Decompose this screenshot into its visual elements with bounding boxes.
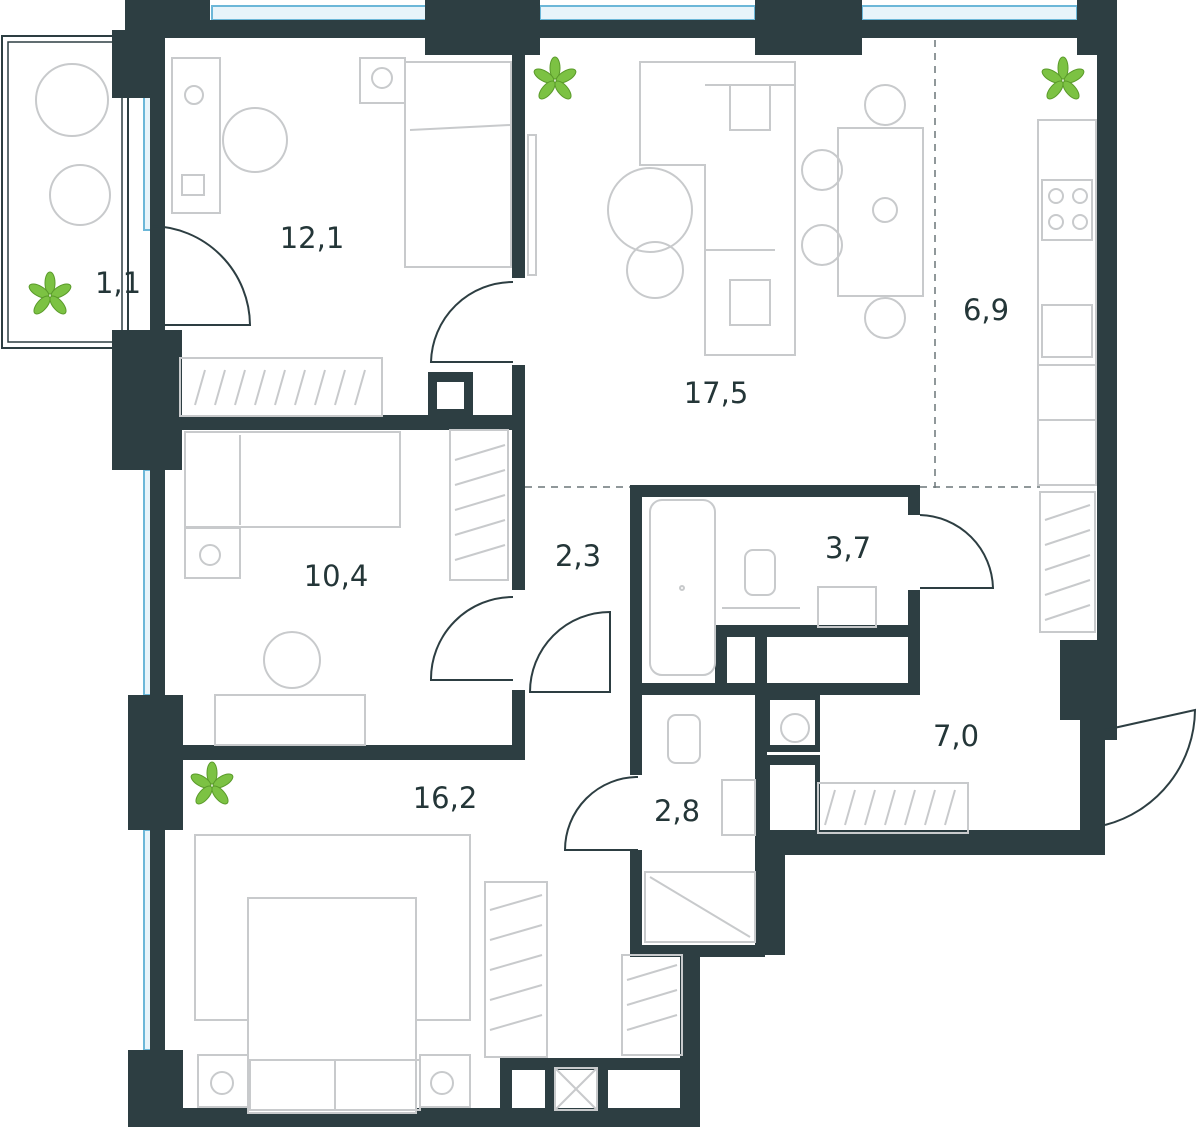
- room-area-kitchen: 6,9: [963, 293, 1009, 327]
- room-area-bedroom-master: 16,2: [413, 781, 478, 815]
- sink-icon: [817, 586, 877, 628]
- walls: [112, 0, 1117, 1127]
- wardrobe-icon: [449, 429, 509, 581]
- doors: [151, 224, 1197, 851]
- bed-icon: [404, 61, 512, 268]
- room-area-bedroom-north: 12,1: [280, 221, 345, 255]
- room-area-hallway: 2,3: [555, 539, 601, 573]
- plant-icon: [28, 271, 72, 315]
- zone-separators: [525, 40, 1040, 488]
- sofa-icon: [639, 61, 796, 356]
- bed-icon: [184, 431, 401, 528]
- chair-icon: [35, 63, 109, 137]
- bathtub-icon: [649, 499, 716, 676]
- sink-icon: [1041, 304, 1093, 358]
- toilet-icon: [667, 714, 701, 764]
- wardrobe-icon: [817, 782, 969, 834]
- chair-icon: [222, 107, 288, 173]
- sink-icon: [721, 779, 756, 836]
- room-area-bedroom-middle: 10,4: [304, 559, 369, 593]
- furniture: [35, 57, 1097, 1114]
- room-area-toilet: 2,8: [654, 794, 700, 828]
- balcony-outline: [1, 35, 129, 349]
- chair-icon: [263, 631, 321, 689]
- room-area-living-room: 17,5: [684, 376, 749, 410]
- wardrobe-icon: [484, 881, 548, 1058]
- chair-icon: [864, 84, 906, 126]
- wardrobe-icon: [621, 954, 683, 1056]
- plant-icon: [190, 761, 234, 805]
- room-area-balcony: 1,1: [95, 266, 141, 300]
- chair-icon: [864, 297, 906, 339]
- room-area-entrance-hall: 7,0: [933, 719, 979, 753]
- chair-icon: [49, 164, 111, 226]
- toilet-icon: [744, 549, 776, 596]
- plant-icon: [533, 56, 577, 100]
- room-labels: 1,1 12,1 17,5 6,9 10,4 2,3 3,7 7,0 16,2 …: [95, 221, 1009, 828]
- chair-icon: [801, 224, 843, 266]
- wardrobe-icon: [179, 357, 383, 417]
- stove-icon: [1041, 179, 1093, 241]
- plants: [28, 56, 1085, 805]
- plant-icon: [1041, 56, 1085, 100]
- chair-icon: [801, 149, 843, 191]
- table-icon: [607, 167, 693, 253]
- room-area-bathroom: 3,7: [825, 531, 871, 565]
- wardrobe-icon: [1039, 491, 1096, 633]
- table-icon: [837, 127, 924, 297]
